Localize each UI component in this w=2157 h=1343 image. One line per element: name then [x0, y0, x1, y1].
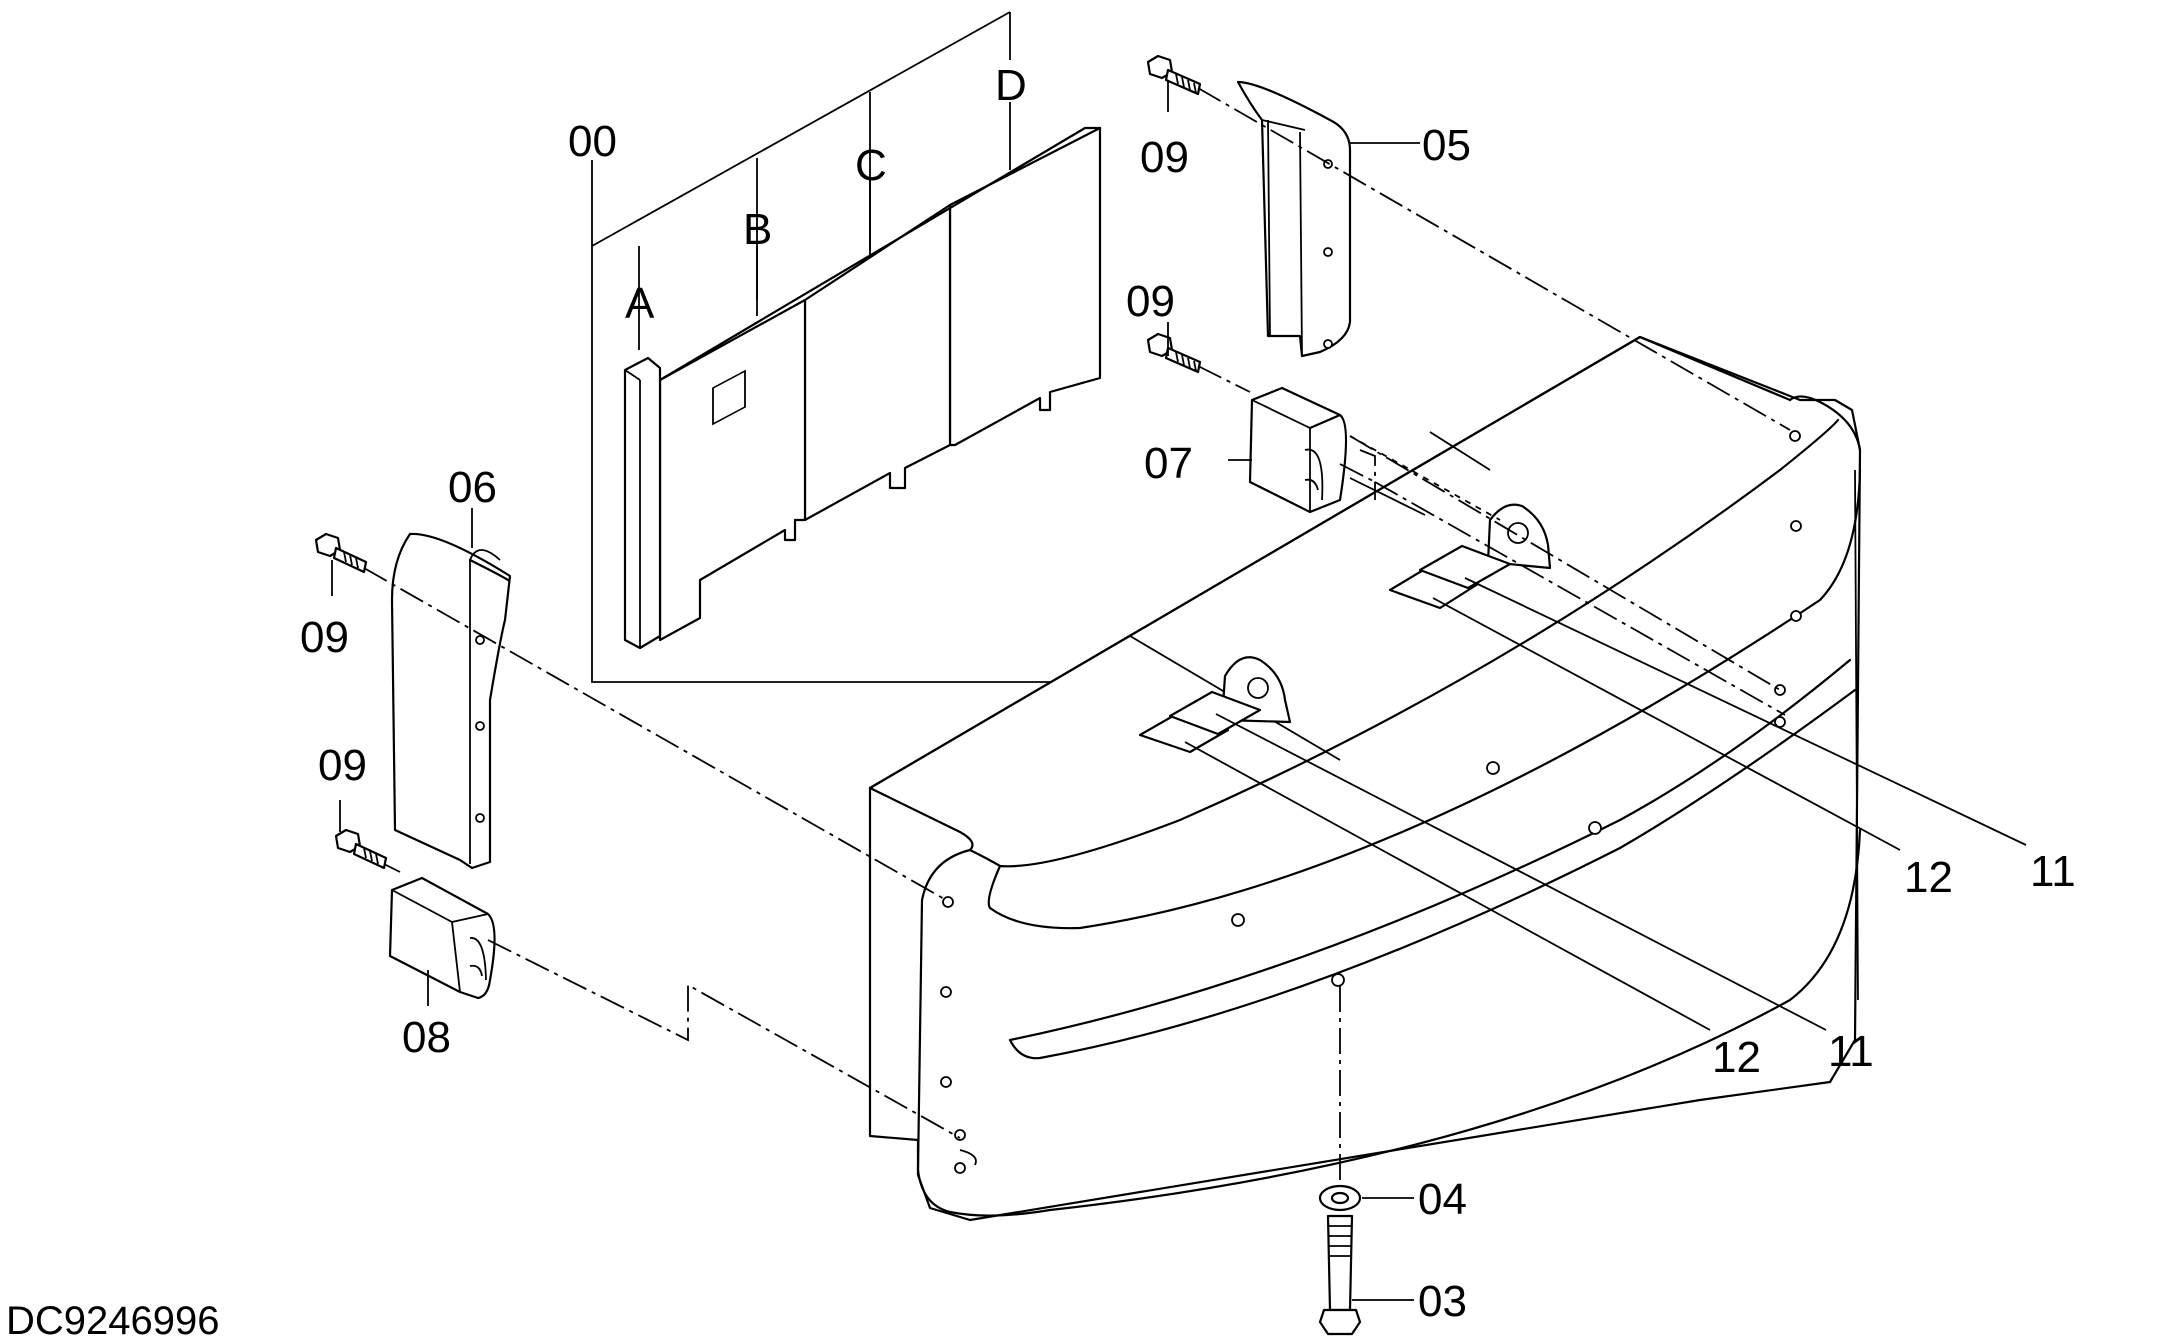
- bolt-09-c: [314, 532, 368, 574]
- label-11-a: 11: [2030, 847, 2076, 896]
- label-05: 05: [1422, 121, 1471, 170]
- bolt-09-a: [1146, 54, 1202, 96]
- counterweight-plates: [623, 126, 1102, 650]
- label-09-a: 09: [1140, 133, 1189, 182]
- cover-06: [390, 532, 512, 870]
- label-12-a: 12: [1904, 853, 1953, 902]
- label-03: 03: [1418, 1277, 1467, 1326]
- label-04: 04: [1418, 1175, 1467, 1224]
- label-06: 06: [448, 463, 497, 512]
- label-11-b: 11: [1828, 1027, 1874, 1076]
- label-09-c: 09: [300, 613, 349, 662]
- label-09-d: 09: [318, 741, 367, 790]
- label-09-b: 09: [1126, 277, 1175, 326]
- label-08: 08: [402, 1013, 451, 1062]
- assembly-bracket-lines: [591, 11, 1050, 683]
- cover-05: [1236, 80, 1352, 358]
- bolts-09: [314, 54, 1202, 870]
- bolt-09-b: [1146, 332, 1202, 374]
- bolt-09-d: [334, 828, 388, 870]
- label-07: 07: [1144, 439, 1193, 488]
- label-d: D: [995, 61, 1027, 110]
- leader-lines: [331, 80, 2027, 1301]
- counterweight-body: [868, 335, 1862, 1222]
- center-lines: [363, 87, 1791, 1186]
- drawing-code: DC9246996: [6, 1299, 220, 1343]
- cover-08: [388, 876, 496, 1000]
- label-c: C: [855, 141, 887, 190]
- bolt-03: [1318, 1214, 1362, 1336]
- cover-07: [1248, 386, 1348, 514]
- washer-04: [1318, 1184, 1362, 1212]
- label-a: A: [625, 279, 655, 328]
- label-00: 00: [568, 117, 617, 166]
- label-12-b: 12: [1712, 1033, 1761, 1082]
- label-b: B: [743, 205, 772, 254]
- part-labels: 00 A B C D 09 05 09 07 06 09 09 08 04 03…: [300, 61, 2076, 1326]
